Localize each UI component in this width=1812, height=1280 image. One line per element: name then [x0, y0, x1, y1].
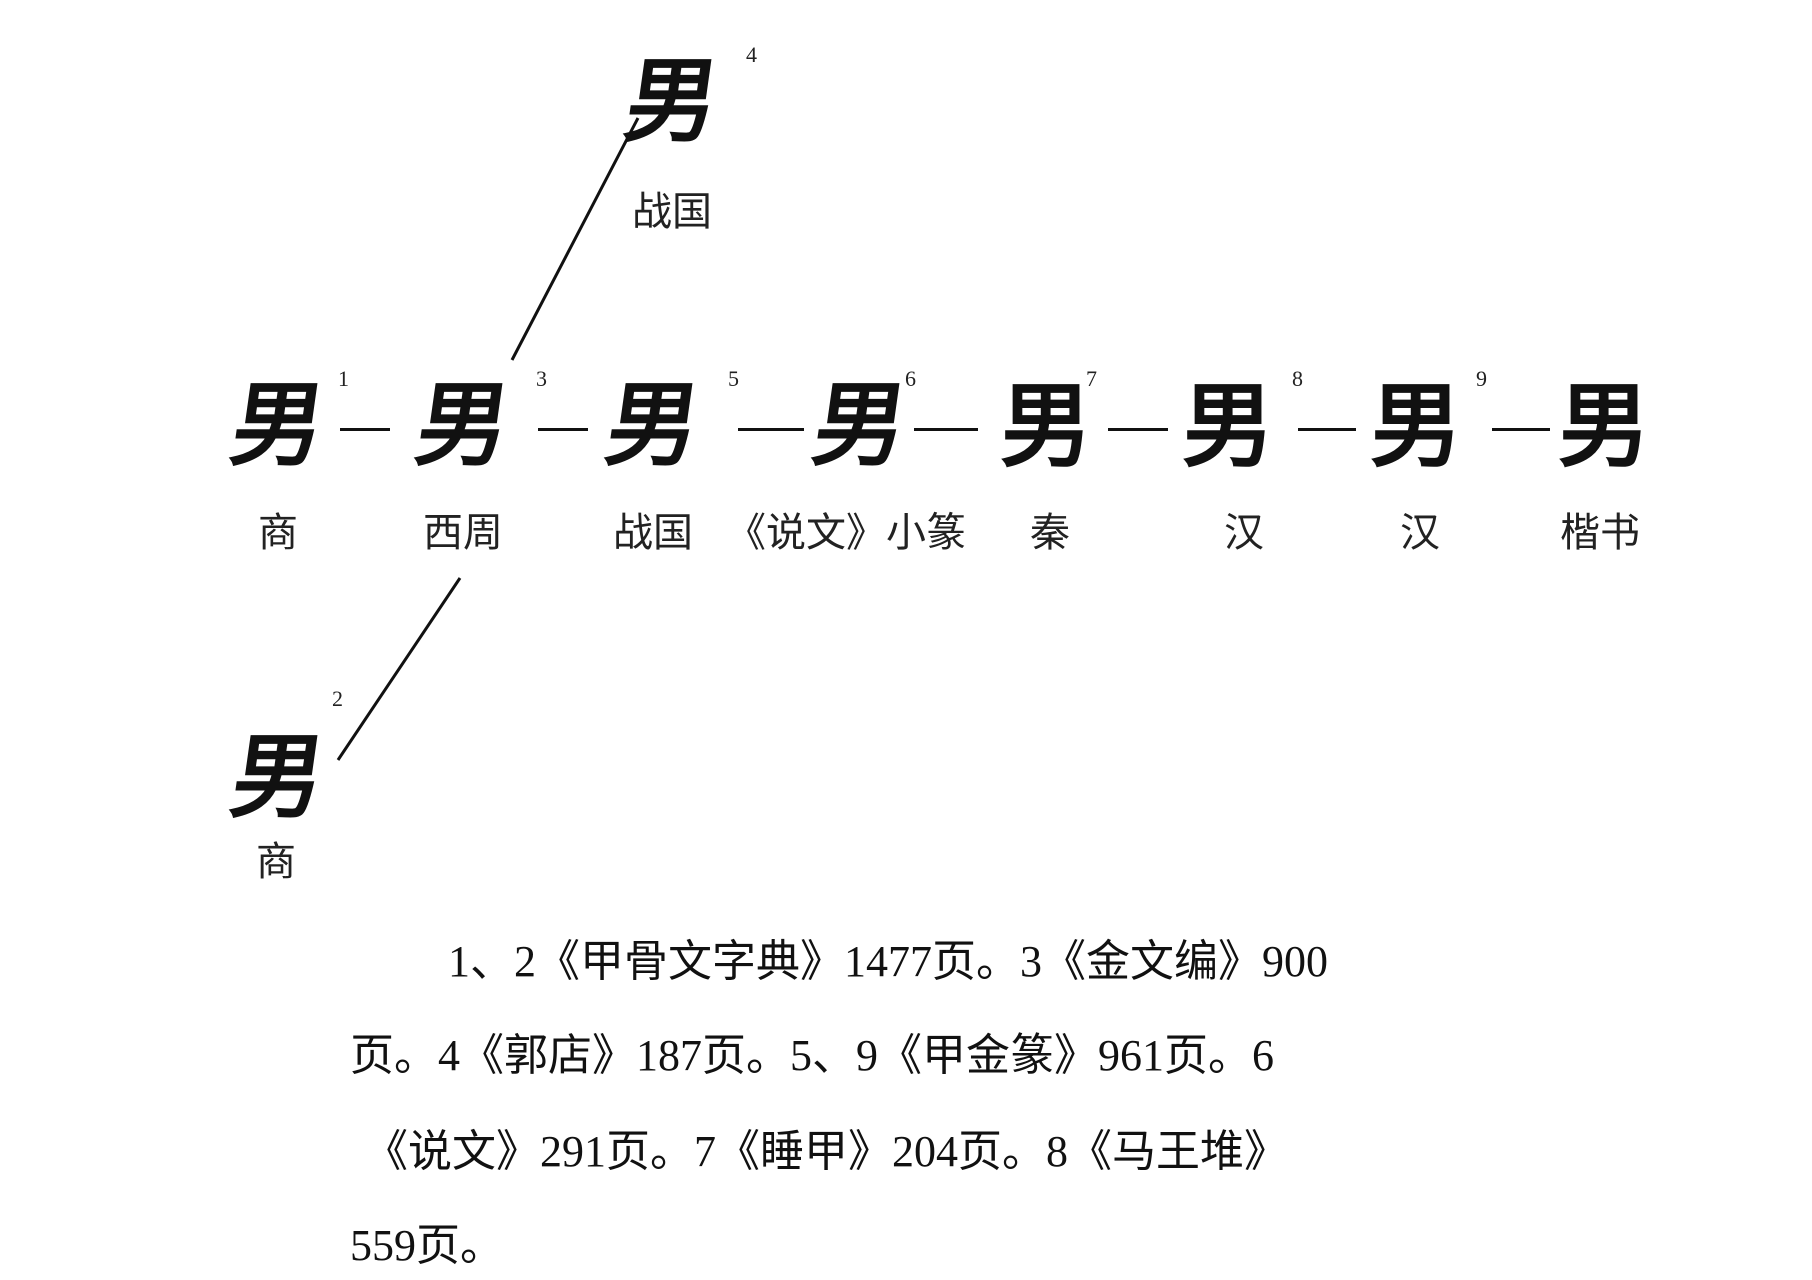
dash-5 [738, 428, 804, 431]
dash-7 [1108, 428, 1168, 431]
glyph-5: 男 [599, 372, 707, 479]
dash-8 [1298, 428, 1356, 431]
glyph-9-number: 9 [1476, 366, 1487, 391]
glyph-2-period: 商 [256, 839, 296, 885]
glyph-3-period: 西周 [423, 510, 503, 556]
glyph-1-number: 1 [338, 366, 349, 391]
glyph-3-number: 3 [536, 366, 547, 391]
glyph-9: 男 [1369, 372, 1462, 480]
glyph-6-number: 6 [905, 366, 916, 391]
glyph-kaishu: 男 [1557, 372, 1650, 480]
connector-down-line [336, 577, 462, 761]
glyph-8: 男 [1181, 372, 1274, 480]
citation-line-3: 《说文》291页。7《睡甲》204页。8《马王堆》 [364, 1127, 1288, 1176]
dash-9 [1492, 428, 1550, 431]
citation-line-2: 页。4《郭店》187页。5、9《甲金篆》961页。6 [350, 1031, 1274, 1080]
glyph-5-number: 5 [728, 366, 739, 391]
dash-1 [340, 428, 390, 431]
glyph-2-number: 2 [332, 686, 343, 711]
glyph-7-period: 秦 [1030, 510, 1070, 556]
glyph-kaishu-period: 楷书 [1560, 510, 1640, 556]
glyph-7-number: 7 [1086, 366, 1097, 391]
glyph-1-period: 商 [258, 510, 298, 556]
dash-3 [538, 428, 588, 431]
glyph-5-period: 战国 [613, 510, 693, 556]
citation-line-4: 559页。 [350, 1221, 504, 1270]
glyph-9-period: 汉 [1400, 510, 1440, 556]
dash-6 [914, 428, 978, 431]
glyph-4-number: 4 [746, 42, 757, 67]
glyph-8-number: 8 [1292, 366, 1303, 391]
glyph-1: 男 [224, 372, 332, 479]
glyph-6-period: 《说文》小篆 [726, 510, 966, 556]
glyph-3: 男 [409, 372, 517, 479]
glyph-4: 男 [618, 48, 726, 155]
citation-line-1: 1、2《甲骨文字典》1477页。3《金文编》900 [448, 937, 1328, 986]
glyph-4-period: 战国 [632, 189, 712, 235]
glyph-8-period: 汉 [1224, 510, 1264, 556]
glyph-7: 男 [999, 372, 1092, 480]
glyph-6: 男 [806, 372, 914, 479]
glyph-2: 男 [224, 724, 332, 831]
connector-up-line [510, 117, 640, 361]
